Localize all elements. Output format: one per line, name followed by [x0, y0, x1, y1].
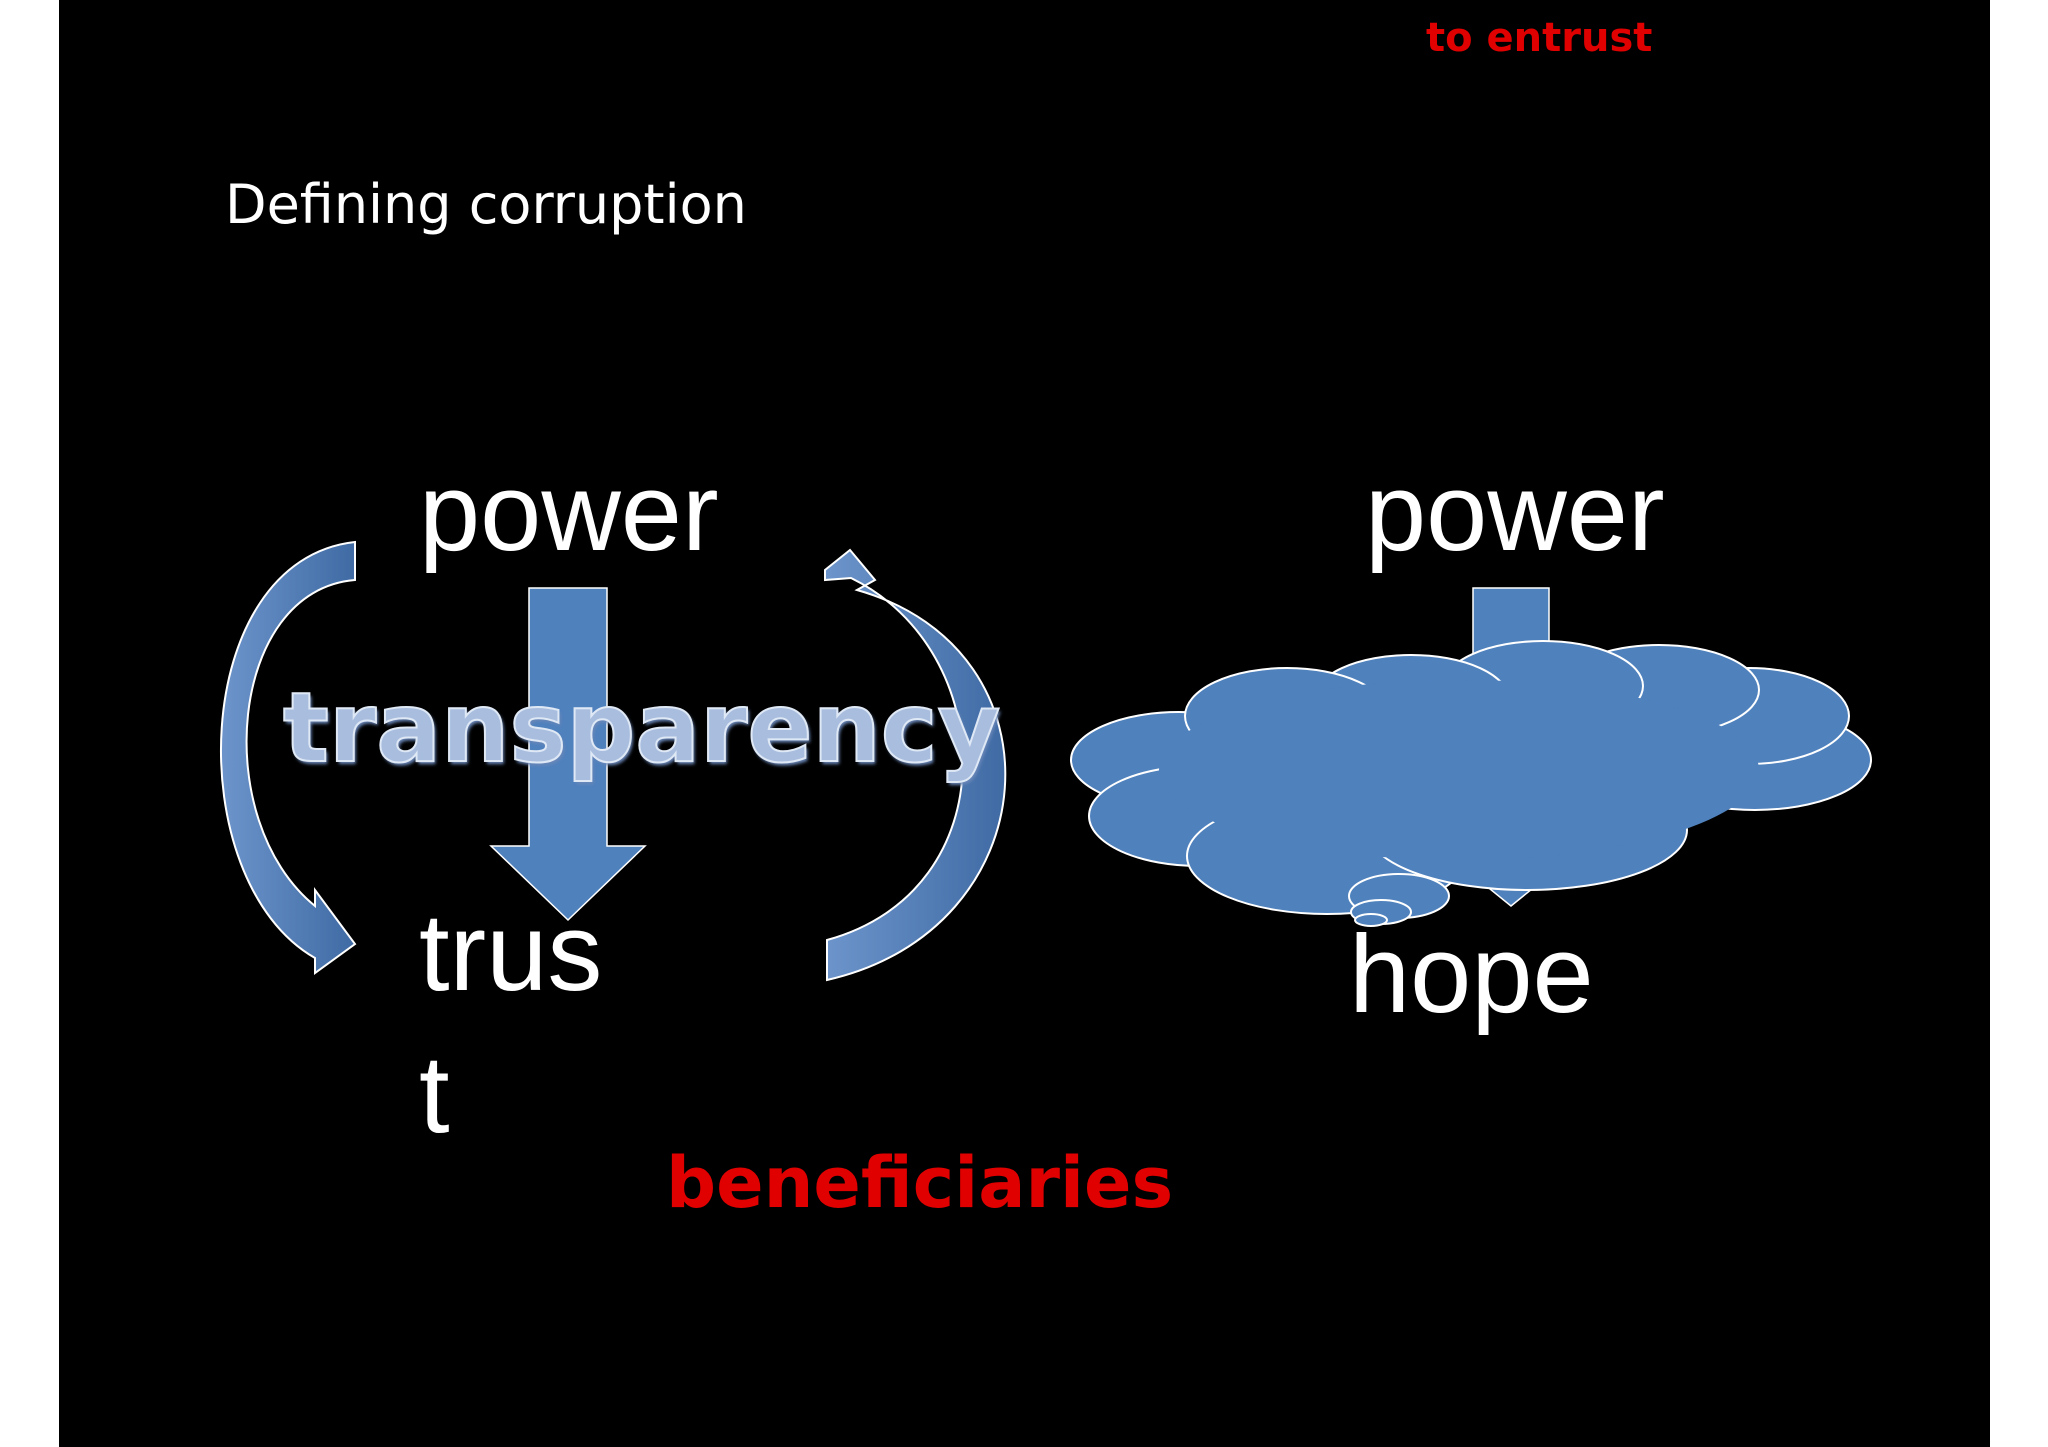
- left-power-label: power: [419, 451, 719, 574]
- to-entrust-label: to entrust: [1426, 15, 1653, 61]
- left-curved-arrow: [219, 540, 357, 975]
- slide-title: Defining corruption: [225, 173, 747, 236]
- diagram-shapes: [219, 540, 1872, 982]
- trust-label-line1: trus: [419, 891, 603, 1014]
- hope-label: hope: [1349, 913, 1594, 1036]
- slide: to entrust Defining corruption power tra…: [59, 0, 1990, 1447]
- beneficiaries-label: beneficiaries: [666, 1142, 1174, 1224]
- transparency-label: transparency: [282, 672, 1001, 784]
- right-curved-arrow: [824, 548, 1007, 982]
- thought-cloud: [1070, 640, 1872, 927]
- right-power-label: power: [1365, 451, 1665, 574]
- left-down-arrow: [489, 587, 647, 922]
- trust-label-line2: t: [419, 1033, 450, 1156]
